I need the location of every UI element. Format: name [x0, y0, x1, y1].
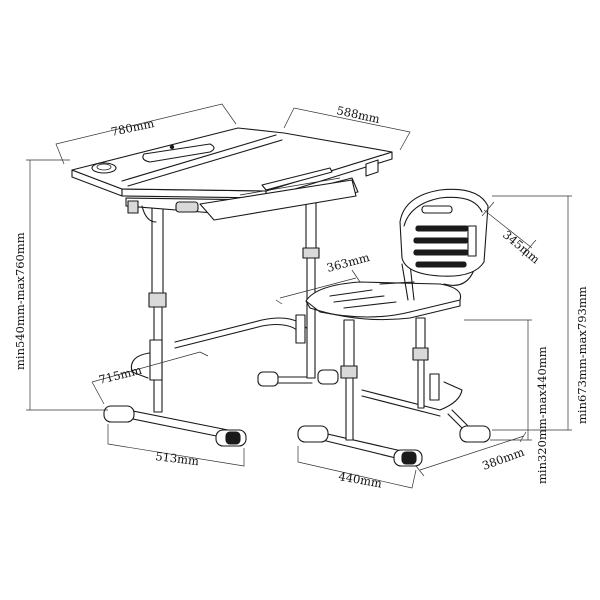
cup-holder	[91, 162, 117, 174]
label-desk-depth: 588mm	[335, 103, 381, 126]
desk-stretcher-bottom	[174, 323, 305, 349]
chair-post-front-lower	[345, 377, 354, 441]
dim-440-line	[297, 446, 417, 489]
dim-380-line	[415, 431, 527, 477]
chair-post-rear-lower	[417, 359, 425, 409]
chair-foot-cap	[401, 451, 417, 465]
desk-rear-foot-right	[317, 369, 339, 385]
label-leg-depth: 715mm	[97, 363, 143, 387]
label-chair-height: min673mm-max793mm	[575, 286, 589, 424]
desk-leg-left-upper	[151, 206, 164, 298]
desk-leg-right-clamp	[302, 247, 320, 259]
backrest-slot-4	[413, 249, 469, 256]
backrest-slot-2	[415, 225, 469, 232]
label-base-width: 513mm	[155, 449, 200, 468]
dim-780-line	[55, 103, 237, 165]
dimensions	[26, 103, 572, 489]
chair-rear-foot	[459, 425, 491, 443]
backrest-top-edge	[403, 196, 483, 227]
backrest-slot-1	[421, 205, 453, 214]
label-desk-height: min540mm-max760mm	[13, 232, 27, 370]
chair-post-front-upper	[343, 319, 355, 369]
dim-chair-height-line	[492, 195, 572, 431]
cup-holder-inner	[96, 163, 112, 171]
desk-knob-left	[127, 200, 139, 214]
desktop-split-line-2	[127, 139, 283, 187]
label-seat-height: min320mm-max440mm	[535, 346, 549, 484]
label-desk-width: 780mm	[110, 116, 156, 139]
tilt-knob	[175, 201, 199, 213]
backrest-slot-5	[415, 261, 467, 268]
chair-post-rear-clamp	[412, 347, 429, 361]
backrest-slot-3	[413, 237, 469, 244]
chair-front-foot-left	[297, 425, 329, 443]
pencil-groove	[142, 143, 215, 163]
chair-rear-arm	[447, 409, 469, 429]
desk-rear-foot-left	[257, 371, 279, 387]
dim-588-line	[283, 107, 411, 151]
desk-side-clip	[365, 159, 379, 177]
dim-345-line	[481, 201, 537, 257]
desk	[71, 127, 393, 447]
dim-715-line	[91, 351, 209, 405]
chair	[297, 188, 491, 467]
label-chair-base-width: 440mm	[337, 469, 383, 490]
front-stopper	[261, 167, 333, 191]
bag-hook	[141, 205, 157, 223]
backrest-side	[467, 225, 477, 257]
drawer-handle	[239, 177, 341, 196]
seat-edge	[305, 299, 461, 321]
desk-leg-left-clamp	[148, 292, 167, 308]
desk-leg-left-bracket	[149, 339, 163, 381]
desk-leg-right-lower	[306, 257, 316, 379]
chair-rear-base	[361, 389, 441, 417]
chair-post-rear-upper	[415, 317, 426, 353]
drawer	[199, 179, 357, 221]
dim-513-line	[107, 424, 245, 467]
label-chair-base-depth: 380mm	[480, 445, 526, 473]
label-seat-depth: 363mm	[325, 250, 371, 275]
label-back-width: 345mm	[500, 228, 543, 267]
desktop-split-line	[121, 134, 277, 182]
desk-front-foot-left	[103, 405, 135, 423]
dim-seat-height-line	[464, 319, 532, 441]
desk-front-curve	[130, 352, 151, 379]
chair-rear-curve	[439, 381, 463, 411]
chair-hook	[429, 373, 440, 401]
dim-363-line	[275, 269, 361, 305]
desk-stretcher-top	[174, 317, 313, 343]
back-support	[401, 263, 415, 301]
dim-desk-height-line	[26, 159, 108, 411]
chair-post-front-clamp	[340, 365, 358, 379]
desk-front-foot-cap	[225, 431, 241, 445]
desk-small-hole	[169, 144, 175, 150]
desk-hook	[295, 314, 306, 344]
seat-slots	[329, 281, 415, 309]
